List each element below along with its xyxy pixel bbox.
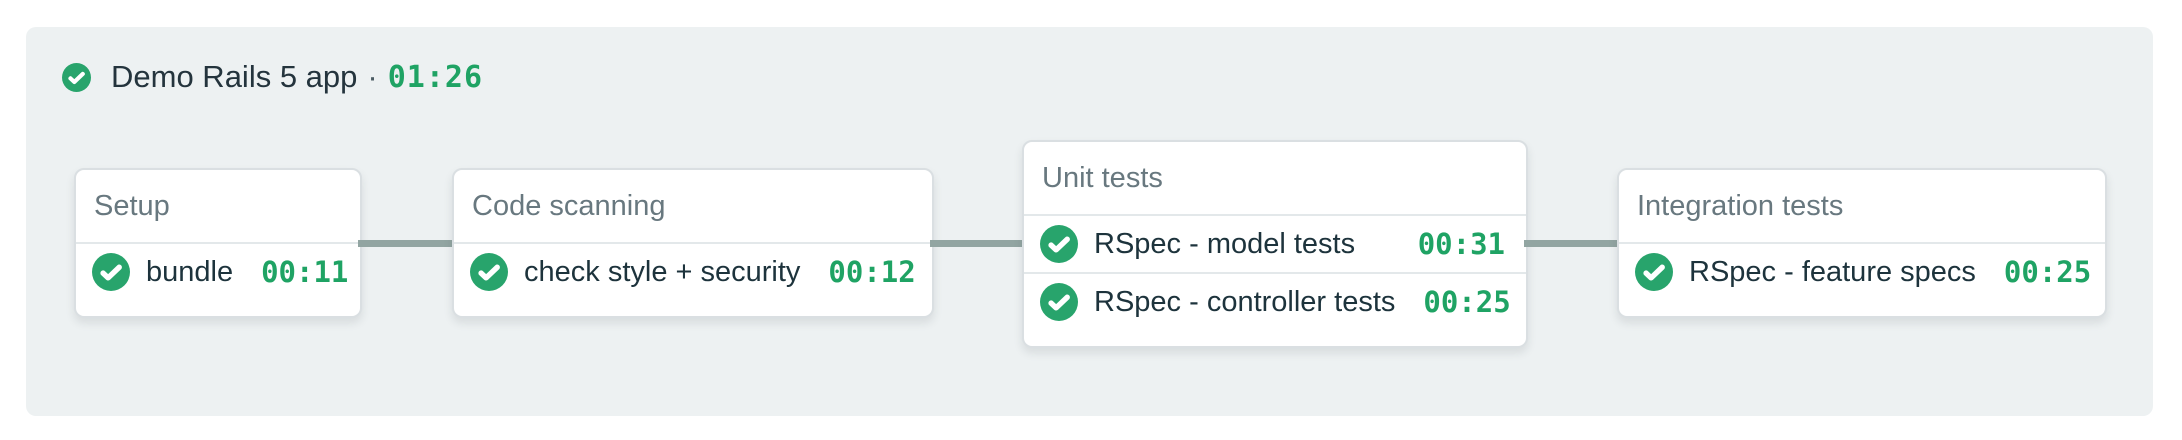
job-row-bundle[interactable]: bundle 00:11: [76, 244, 360, 300]
job-row-check-style-security[interactable]: check style + security 00:12: [454, 244, 932, 300]
block-connector: [358, 240, 454, 247]
block-card-setup: Setup bundle 00:11: [74, 168, 362, 318]
block-connector: [1524, 240, 1619, 247]
check-circle-icon: [470, 253, 508, 291]
title-duration-separator: ·: [367, 59, 378, 94]
check-circle-icon: [1040, 283, 1078, 321]
block-connector: [930, 240, 1024, 247]
block-title: Code scanning: [454, 170, 932, 244]
job-duration: 00:12: [828, 255, 916, 289]
job-duration: 00:25: [1423, 285, 1511, 319]
job-duration: 00:25: [2003, 255, 2092, 289]
job-duration: 00:11: [261, 255, 349, 289]
job-row-rspec-model-tests[interactable]: RSpec - model tests 00:31: [1024, 216, 1526, 272]
check-circle-icon: [1040, 225, 1078, 263]
block-title: Integration tests: [1619, 170, 2105, 244]
pipeline-title: Demo Rails 5 app: [111, 59, 358, 94]
pipeline-duration: 01:26: [387, 59, 484, 95]
check-circle-icon: [92, 253, 130, 291]
pipeline-header[interactable]: Demo Rails 5 app · 01:26: [62, 59, 484, 95]
check-circle-icon: [62, 62, 91, 92]
job-name: RSpec - feature specs: [1689, 255, 1976, 288]
job-row-rspec-controller-tests[interactable]: RSpec - controller tests 00:25: [1024, 272, 1526, 330]
job-duration: 00:31: [1417, 227, 1505, 261]
block-card-code-scanning: Code scanning check style + security 00:12: [452, 168, 934, 318]
job-row-rspec-feature-specs[interactable]: RSpec - feature specs 00:25: [1619, 244, 2105, 300]
check-circle-icon: [1635, 253, 1673, 291]
block-title: Unit tests: [1024, 142, 1526, 216]
pipeline-panel: Demo Rails 5 app · 01:26 Setup bundle 00:1…: [26, 27, 2153, 416]
job-name: RSpec - controller tests: [1094, 285, 1396, 318]
job-name: check style + security: [524, 255, 801, 288]
job-name: RSpec - model tests: [1094, 227, 1356, 260]
block-title: Setup: [76, 170, 360, 244]
job-name: bundle: [146, 255, 234, 288]
